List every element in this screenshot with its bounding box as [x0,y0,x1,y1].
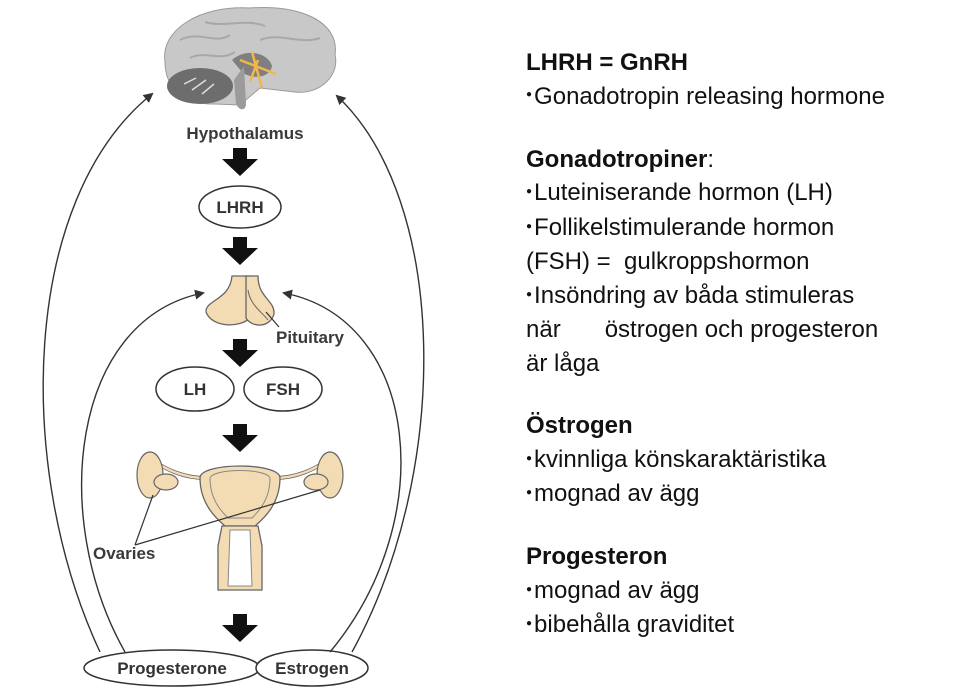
down-arrow-icon [222,148,258,176]
bullet-item: kvinnliga könskaraktäristika [526,443,956,477]
bullet-continuation-row: när östrogen och progesteron [526,313,956,347]
section-title-gonadotropiner: Gonadotropiner [526,145,708,173]
title-colon: : [707,145,714,173]
lh-ellipse [155,366,235,412]
section-title-ostrogen: Östrogen [526,412,633,440]
hypothalamus-label: Hypothalamus [186,124,303,143]
notes-panel: LHRH = GnRH Gonadotropin releasing hormo… [526,46,956,643]
feedback-arrow-outer-left [42,92,154,653]
pituitary-gland-icon [205,275,275,326]
lhrh-label: LHRH [216,198,263,217]
pituitary-label: Pituitary [276,328,345,347]
brain-icon [164,6,337,110]
feedback-arrow-inner-right [282,289,402,653]
hormone-feedback-diagram: Hypothalamus LHRH Pituitary LH FSH [42,6,425,687]
progesterone-label: Progesterone [117,659,227,678]
bullet-item: Follikelstimulerande hormon [526,211,956,245]
bullet-item: Luteiniserande hormon (LH) [526,176,956,210]
estrogen-ellipse [255,649,369,687]
feedback-arrow-inner-left [80,289,205,653]
ovaries-label: Ovaries [93,544,155,563]
section-lhrh: LHRH = GnRH Gonadotropin releasing hormo… [526,46,956,114]
feedback-arrow-outer-right [335,94,425,653]
lh-label: LH [184,380,207,399]
fsh-label: FSH [266,380,300,399]
down-arrow-icon [222,614,258,642]
section-progesteron: Progesteron mognad av ägg bibehålla grav… [526,540,956,642]
down-arrow-icon [222,424,258,452]
uterus-ovaries-icon [136,451,344,591]
bullet-continuation: när [526,316,561,344]
down-arrow-icon [222,339,258,367]
bullet-continuation: (FSH) = gulkroppshormon [526,248,810,276]
bullet-item: mognad av ägg [526,477,956,511]
section-gonadotropiner: Gonadotropiner: Luteiniserande hormon (L… [526,143,956,380]
ovaries-pointer-left [134,494,154,546]
section-title-gonadotropiner-row: Gonadotropiner: [526,146,714,173]
bullet-item: mognad av ägg [526,574,956,608]
down-arrow-icon [222,237,258,265]
lhrh-ellipse [198,185,282,229]
bullet-item: Insöndring av båda stimuleras [526,279,956,313]
pituitary-pointer [265,311,280,328]
estrogen-label: Estrogen [275,659,349,678]
section-ostrogen: Östrogen kvinnliga könskaraktäristika mo… [526,409,956,511]
section-title-lhrh: LHRH = GnRH [526,49,688,76]
bullet-item: bibehålla graviditet [526,608,956,642]
fsh-ellipse [243,366,323,412]
section-title-progesteron: Progesteron [526,543,668,571]
bullet-continuation: östrogen och progesteron [604,316,879,344]
ovaries-pointer-right [134,489,321,546]
bullet-item: Gonadotropin releasing hormone [526,80,956,114]
bullet-continuation: är låga [526,349,600,377]
